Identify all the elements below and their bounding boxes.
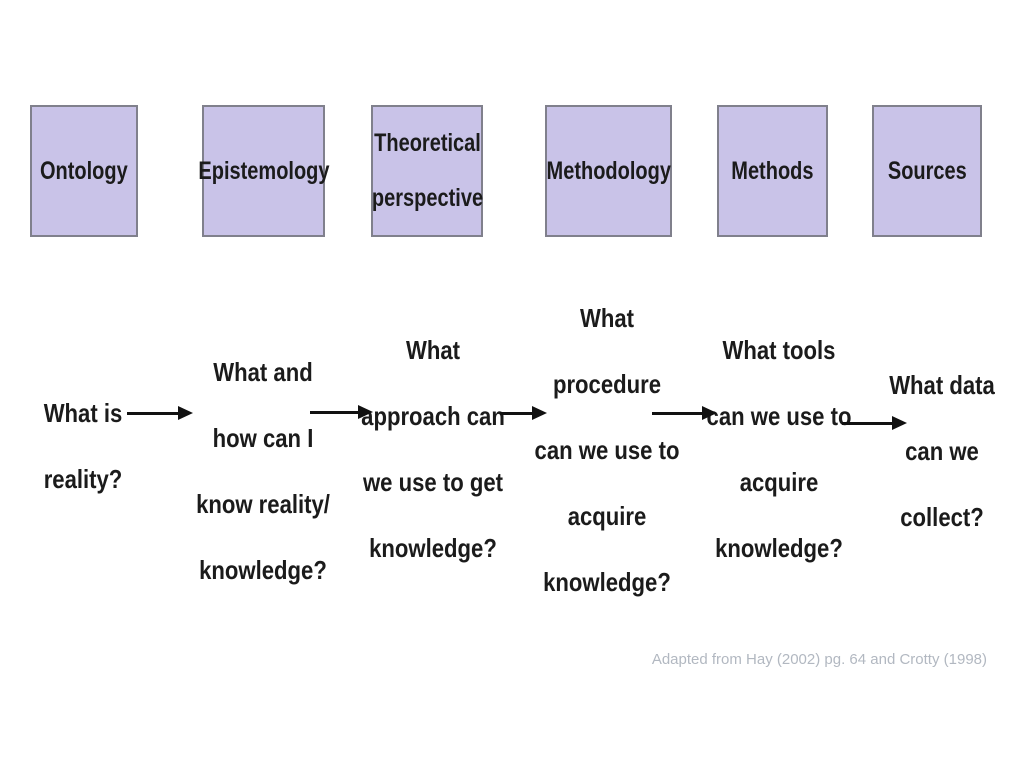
question-methodology: What procedure can we use to acquire kno… bbox=[526, 285, 688, 615]
question-line: What bbox=[579, 303, 635, 333]
arrow-methodology-to-methods bbox=[652, 406, 717, 420]
box-epistemology-label: Epistemology bbox=[197, 156, 330, 185]
question-line: acquire bbox=[567, 501, 647, 531]
box-ontology: Ontology bbox=[30, 105, 138, 237]
arrow-shaft bbox=[652, 411, 702, 415]
question-line: What bbox=[405, 335, 461, 365]
question-line: know reality/ bbox=[196, 489, 330, 519]
arrow-head-icon bbox=[702, 406, 717, 420]
arrow-theoretical-to-methodology bbox=[500, 406, 547, 420]
arrow-head-icon bbox=[532, 406, 547, 420]
question-line: can we bbox=[905, 436, 979, 466]
arrow-shaft bbox=[842, 421, 892, 425]
question-line: we use to get bbox=[362, 467, 503, 497]
question-sources: What data can we collect? bbox=[861, 352, 1023, 550]
arrow-shaft bbox=[310, 410, 358, 414]
box-sources: Sources bbox=[872, 105, 982, 237]
box-methodology: Methodology bbox=[545, 105, 672, 237]
box-theoretical-perspective-label: Theoretical perspective bbox=[371, 129, 483, 212]
arrow-epistemology-to-theoretical bbox=[310, 405, 373, 419]
attribution-caption: Adapted from Hay (2002) pg. 64 and Crott… bbox=[651, 651, 987, 668]
question-ontology: What is reality? bbox=[2, 380, 164, 512]
arrow-head-icon bbox=[178, 406, 193, 420]
box-methods: Methods bbox=[717, 105, 828, 237]
question-theoretical-perspective: What approach can we use to get knowledg… bbox=[352, 317, 514, 581]
arrow-head-icon bbox=[892, 416, 907, 430]
question-line: knowledge? bbox=[543, 567, 671, 597]
question-line: how can I bbox=[212, 423, 314, 453]
box-theoretical-perspective: Theoretical perspective bbox=[371, 105, 483, 237]
question-line: knowledge? bbox=[199, 555, 327, 585]
arrow-methods-to-sources bbox=[842, 416, 907, 430]
question-line: can we use to bbox=[534, 435, 680, 465]
box-ontology-label: Ontology bbox=[40, 156, 128, 185]
box-epistemology: Epistemology bbox=[198, 105, 329, 237]
question-line: What and bbox=[213, 357, 313, 387]
box-methods-label: Methods bbox=[731, 156, 814, 185]
question-line: What data bbox=[889, 370, 995, 400]
box-methodology-label: Methodology bbox=[546, 156, 671, 185]
question-line: knowledge? bbox=[369, 533, 497, 563]
arrow-shaft bbox=[500, 411, 532, 415]
question-line: collect? bbox=[900, 502, 984, 532]
question-methods: What tools can we use to acquire knowled… bbox=[698, 317, 860, 581]
question-line: reality? bbox=[43, 464, 123, 494]
question-epistemology: What and how can I know reality/ knowled… bbox=[182, 339, 344, 603]
question-line: acquire bbox=[739, 467, 819, 497]
question-line: approach can bbox=[361, 401, 505, 431]
question-line: can we use to bbox=[706, 401, 852, 431]
question-line: What tools bbox=[722, 335, 836, 365]
question-line: What is bbox=[43, 398, 123, 428]
question-line: knowledge? bbox=[715, 533, 843, 563]
question-line: procedure bbox=[552, 369, 662, 399]
arrow-head-icon bbox=[358, 405, 373, 419]
box-sources-label: Sources bbox=[887, 156, 967, 185]
arrow-shaft bbox=[127, 411, 178, 415]
arrow-ontology-to-epistemology bbox=[127, 406, 193, 420]
